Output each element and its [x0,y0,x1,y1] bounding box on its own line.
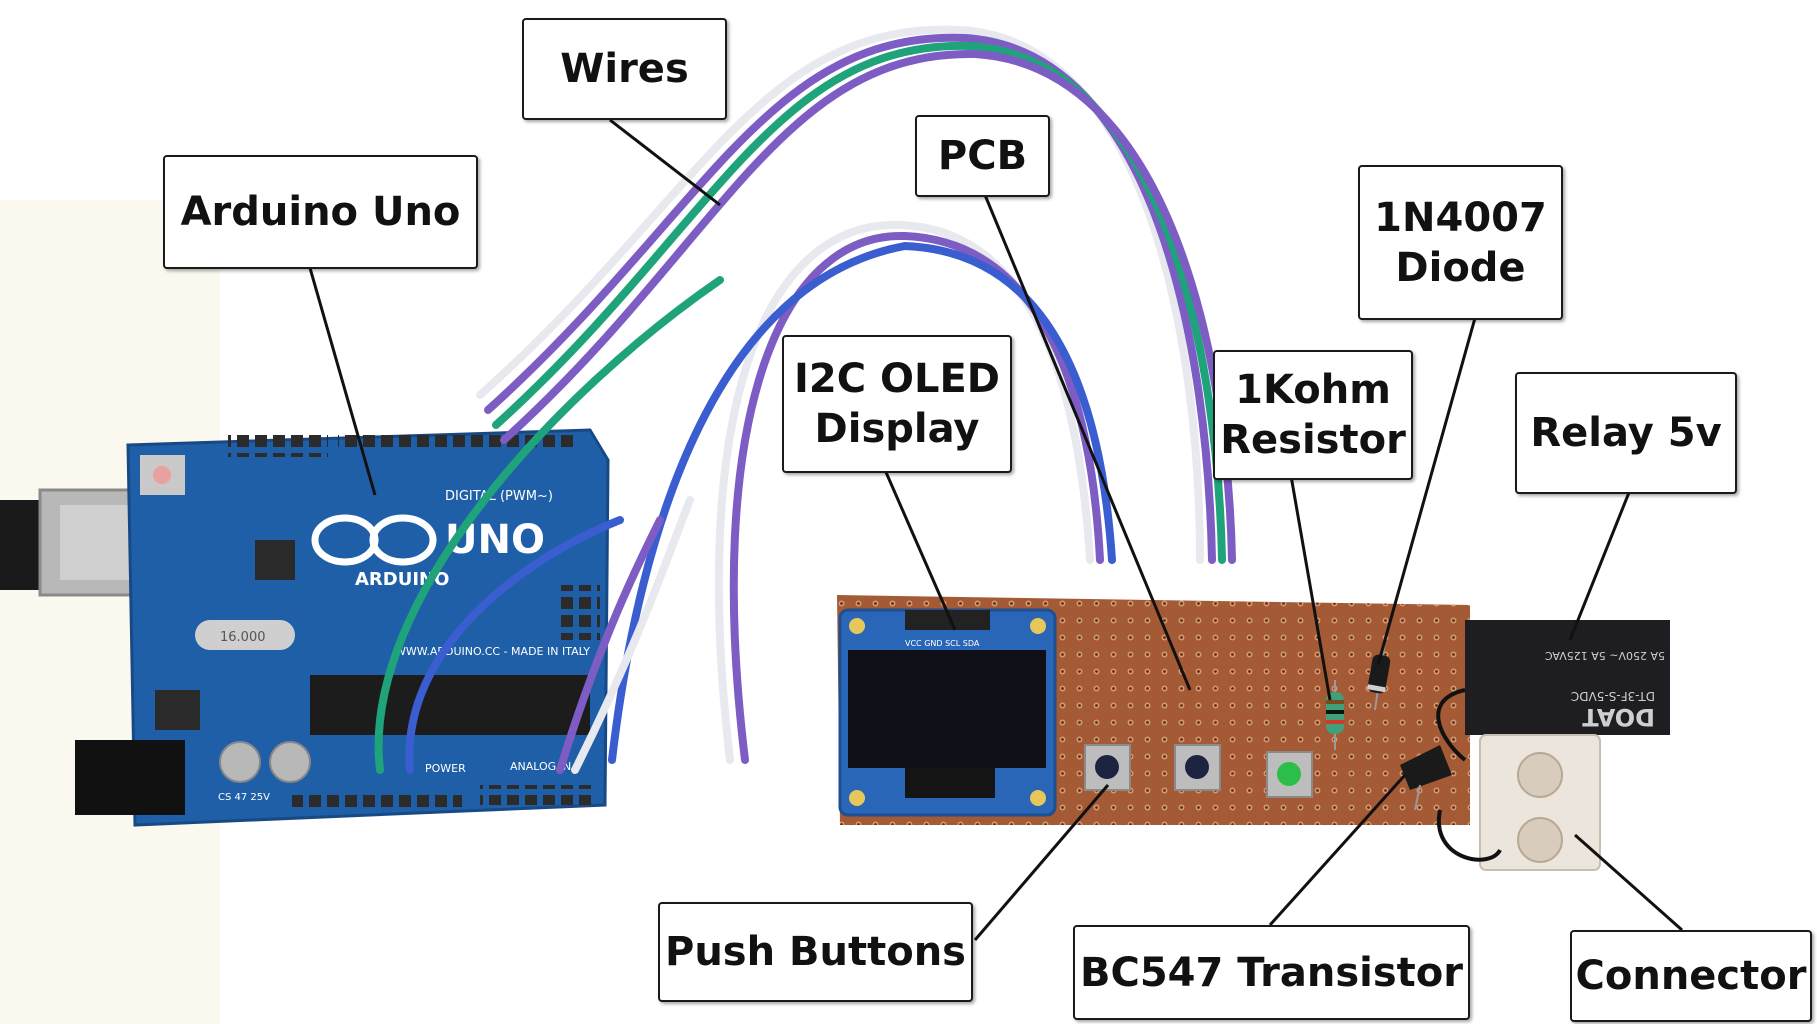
label-oled-display: I2C OLED Display [782,335,1012,473]
label-resistor: 1Kohm Resistor [1213,350,1413,480]
capacitor-text: CS 47 25V [218,792,270,803]
label-connector: Connector [1570,930,1812,1022]
label-transistor: BC547 Transistor [1073,925,1470,1020]
digital-pwm-text: DIGITAL (PWM~) [445,489,553,504]
label-connector-text: Connector [1575,953,1807,999]
leader-lines [308,118,1683,941]
label-wires: Wires [522,18,727,120]
label-resistor-text: 1Kohm Resistor [1220,367,1406,463]
resistor [1326,680,1344,750]
label-pcb: PCB [915,115,1050,197]
label-push-buttons-text: Push Buttons [665,929,966,975]
made-in-text: WWW.ARDUINO.CC - MADE IN ITALY [395,645,590,658]
label-wires-text: Wires [560,46,689,92]
oled-display-module: VCC GND SCL SDA [838,608,1057,817]
label-transistor-text: BC547 Transistor [1079,949,1463,996]
push-buttons [1084,744,1313,798]
jumper-wires [374,25,1236,774]
relay-model-text: DT-3F-S-5VDC [1571,689,1655,703]
label-arduino-uno: Arduino Uno [163,155,478,269]
power-text: POWER [425,762,466,775]
label-diode: 1N4007 Diode [1358,165,1563,320]
label-relay-text: Relay 5v [1530,410,1722,456]
diode [1367,639,1391,711]
label-pcb-text: PCB [937,133,1028,179]
analog-in-text: ANALOG IN [510,760,571,773]
terminal-connector [1436,734,1601,871]
label-diode-text: 1N4007 Diode [1374,194,1547,291]
crystal-text: 16.000 [220,630,266,645]
oled-pin-text: VCC GND SCL SDA [905,639,980,648]
relay: DOAT DT-3F-S-5VDC 5A 250V~ 5A 125VAC [1436,620,1670,762]
label-arduino-uno-text: Arduino Uno [180,189,461,235]
label-push-buttons: Push Buttons [658,902,973,1002]
relay-brand-text: DOAT [1582,703,1655,731]
transistor [1400,745,1452,811]
label-oled-display-text: I2C OLED Display [793,356,1000,452]
label-relay: Relay 5v [1515,372,1737,494]
arduino-uno-board: UNO ARDUINO DIGITAL (PWM~) WWW.ARDUINO.C… [75,428,610,827]
relay-rating-text: 5A 250V~ 5A 125VAC [1545,649,1665,662]
